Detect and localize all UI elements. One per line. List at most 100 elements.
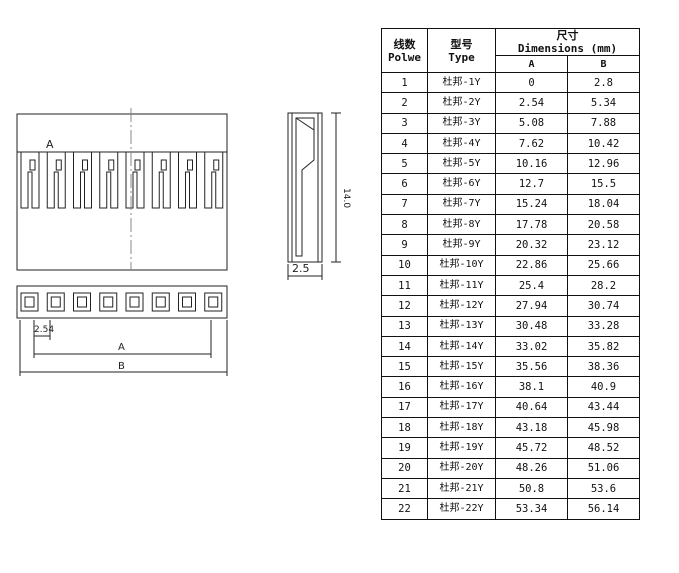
header-line-count: 线数 Polwe: [381, 28, 428, 73]
cell-type: 杜邦-3Y: [427, 112, 496, 134]
bottom-cell-outer: [46, 292, 65, 312]
cell-type: 杜邦-2Y: [427, 92, 496, 114]
cell-dim-b: 12.96: [567, 153, 640, 175]
cell-type: 杜邦-16Y: [427, 376, 496, 398]
cell-line-count: 7: [381, 193, 428, 216]
cell-line-count: 19: [381, 437, 428, 459]
cell-type: 杜邦-13Y: [427, 315, 496, 337]
bottom-cell-outer: [151, 292, 170, 312]
cell-line-count: 18: [381, 417, 428, 439]
bottom-dim-a-label: A: [118, 342, 125, 353]
cell-type: 杜邦-11Y: [427, 274, 496, 297]
bottom-cell-inner: [50, 296, 61, 308]
cell-type: 杜邦-15Y: [427, 356, 496, 378]
cell-dim-b: 23.12: [567, 234, 640, 256]
cell-dim-b: 28.2: [567, 274, 640, 297]
connector-drawings: A 2.5 14.0 2.54 A B: [16, 108, 351, 376]
cell-dim-b: 10.42: [567, 132, 640, 155]
cell-line-count: 8: [381, 214, 428, 236]
cell-dim-a: 48.26: [495, 457, 568, 479]
cell-line-count: 14: [381, 335, 428, 358]
front-contact-slot: [46, 152, 66, 209]
cell-line-count: 20: [381, 457, 428, 479]
front-contact-tab: [55, 159, 62, 171]
front-contact-tab: [108, 159, 115, 171]
bottom-cell-inner: [155, 296, 166, 308]
side-height-label: 14.0: [341, 188, 351, 208]
bottom-cell-outer: [204, 292, 223, 312]
header-type-en: Type: [448, 50, 475, 64]
cell-dim-a: 43.18: [495, 417, 568, 439]
front-contact-slot: [20, 152, 40, 209]
cell-dim-b: 15.5: [567, 173, 640, 195]
cell-dim-b: 2.8: [567, 71, 640, 94]
cell-dim-b: 5.34: [567, 92, 640, 114]
cell-type: 杜邦-9Y: [427, 234, 496, 256]
bottom-dim-b-label: B: [118, 361, 125, 372]
cell-type: 杜邦-20Y: [427, 457, 496, 479]
front-label-a: A: [46, 138, 54, 151]
cell-line-count: 12: [381, 295, 428, 317]
bottom-view: 2.54 A B: [16, 285, 228, 376]
cell-line-count: 1: [381, 71, 428, 94]
cell-line-count: 21: [381, 477, 428, 500]
cell-dim-b: 43.44: [567, 396, 640, 419]
header-dimensions: 尺寸 Dimensions (mm): [495, 28, 640, 56]
cell-type: 杜邦-21Y: [427, 477, 496, 500]
cell-type: 杜邦-18Y: [427, 417, 496, 439]
cell-dim-b: 45.98: [567, 417, 640, 439]
front-contact-tab: [29, 159, 36, 171]
cell-dim-a: 53.34: [495, 498, 568, 520]
front-view-outline: [16, 113, 228, 271]
cell-dim-a: 33.02: [495, 335, 568, 358]
cell-dim-a: 17.78: [495, 214, 568, 236]
front-contact-slot: [73, 152, 92, 209]
bottom-cell-inner: [182, 296, 192, 308]
bottom-view-outline: [16, 285, 228, 319]
cell-type: 杜邦-1Y: [427, 71, 496, 94]
cell-dim-b: 53.6: [567, 477, 640, 500]
cell-dim-a: 15.24: [495, 193, 568, 216]
cell-dim-b: 56.14: [567, 498, 640, 520]
header-col-b: B: [567, 55, 640, 73]
cell-type: 杜邦-5Y: [427, 153, 496, 175]
front-contact-slot: [178, 152, 197, 209]
bottom-pitch-label: 2.54: [34, 325, 54, 335]
cell-dim-a: 27.94: [495, 295, 568, 317]
bottom-cell-inner: [103, 296, 114, 308]
cell-dim-a: 50.8: [495, 477, 568, 500]
cell-dim-b: 7.88: [567, 112, 640, 134]
cell-type: 杜邦-8Y: [427, 214, 496, 236]
front-contact-slot: [125, 152, 145, 209]
cell-line-count: 2: [381, 92, 428, 114]
front-contact-slot: [151, 152, 171, 209]
cell-type: 杜邦-7Y: [427, 193, 496, 216]
header-type-cn: 型号: [450, 37, 473, 51]
cell-line-count: 17: [381, 396, 428, 419]
front-contact-tab: [160, 159, 167, 171]
cell-type: 杜邦-14Y: [427, 335, 496, 358]
cell-dim-a: 35.56: [495, 356, 568, 378]
cell-dim-a: 10.16: [495, 153, 568, 175]
cell-line-count: 3: [381, 112, 428, 134]
cell-line-count: 16: [381, 376, 428, 398]
cell-dim-a: 5.08: [495, 112, 568, 134]
cell-dim-a: 7.62: [495, 132, 568, 155]
header-dimensions-en: Dimensions (mm): [517, 42, 618, 55]
cell-dim-a: 25.4: [495, 274, 568, 297]
table-header-row: 线数 Polwe 型号 Type 尺寸 Dimensions (mm): [381, 28, 640, 73]
front-view: A: [16, 108, 228, 271]
